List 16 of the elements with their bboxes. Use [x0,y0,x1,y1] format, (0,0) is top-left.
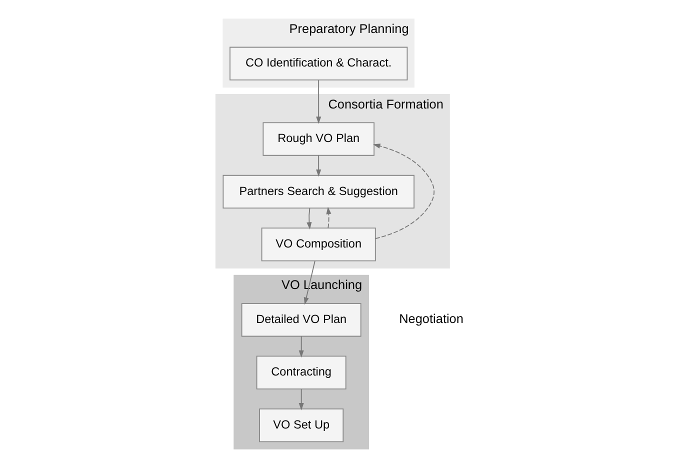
node-box: Detailed VO Plan [241,303,362,337]
arrow [304,260,316,305]
node-box: CO Identification & Charact. [230,46,408,80]
node-box: Contracting [256,356,346,390]
arrow [326,206,332,229]
node-box: Partners Search & Suggestion [222,174,414,209]
arrow [298,388,304,410]
arrow [316,155,322,177]
node-box: VO Composition [261,228,376,262]
node-box: Rough VO Plan [262,122,374,156]
arrow [372,144,435,240]
label: Negotiation [399,311,464,326]
node-box: VO Set Up [259,408,344,442]
arrow [306,208,312,230]
arrow [298,336,304,358]
arrow [316,80,322,124]
